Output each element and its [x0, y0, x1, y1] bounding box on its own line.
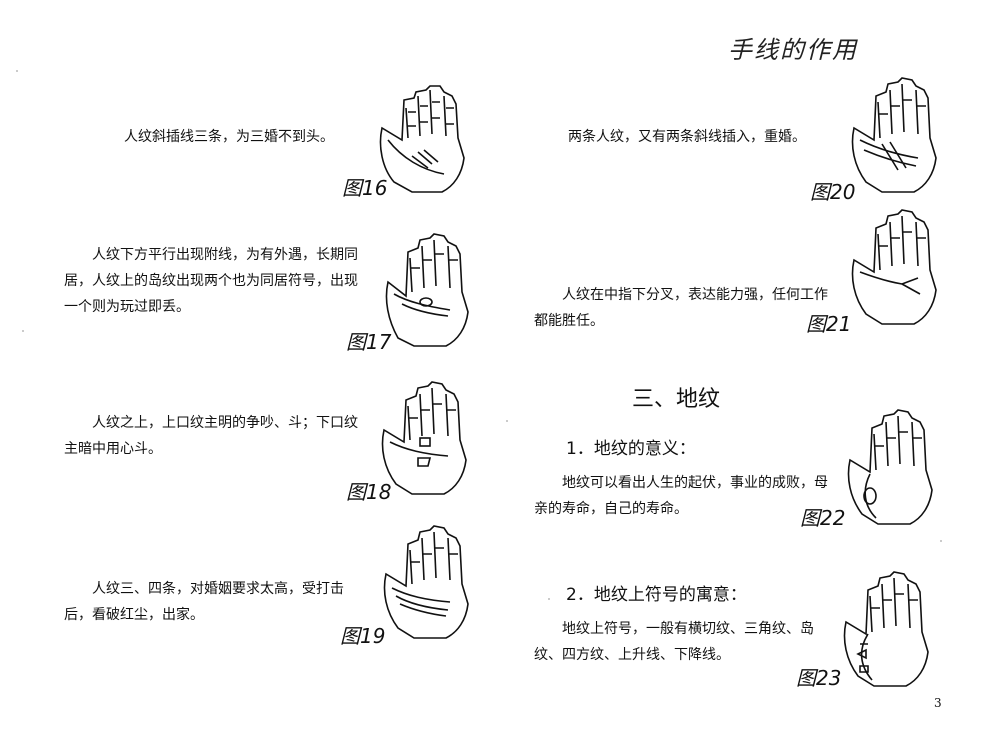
hand-diagram-20: [846, 70, 950, 202]
palm-icon: [843, 571, 929, 687]
figure-label-21: 图21: [806, 312, 852, 336]
paragraph-fig18: 人纹之上，上口纹主明的争吵、斗；下口纹主暗中用心斗。: [64, 415, 358, 457]
palm-icon: [383, 525, 469, 639]
figure-label-17: 图17: [346, 330, 392, 354]
page-number: 3: [934, 696, 942, 710]
hand-diagram-23: [836, 566, 944, 696]
palm-icon: [847, 409, 933, 525]
paragraph-fig21: 人纹在中指下分叉，表达能力强，任何工作都能胜任。: [534, 287, 828, 329]
hand-diagram-19: [378, 520, 482, 648]
scan-speck: [548, 598, 550, 600]
hand-diagram-22: [840, 404, 950, 534]
subsection-heading-2: 2．地纹上符号的寓意：: [566, 585, 747, 605]
paragraph-fig22: 地纹可以看出人生的起伏，事业的成败，母亲的寿命，自己的寿命。: [534, 475, 828, 517]
page-header-title: 手线的作用: [728, 36, 858, 64]
hand-diagram-17: [380, 228, 480, 353]
scan-speck: [16, 70, 18, 72]
figure-label-23: 图23: [796, 666, 842, 690]
scan-speck: [506, 420, 508, 422]
paragraph-fig20: 两条人纹，又有两条斜线插入，重婚。: [568, 129, 806, 145]
scan-speck: [940, 540, 942, 542]
section-title-earth-line: 三、地纹: [632, 387, 721, 412]
figure-label-20: 图20: [810, 180, 856, 204]
palm-icon: [851, 209, 937, 325]
subsection-heading-1: 1．地纹的意义：: [566, 439, 696, 459]
paragraph-fig17: 人纹下方平行出现附线，为有外遇，长期同居，人纹上的岛纹出现两个也为同居符号，出现…: [64, 247, 358, 315]
hand-diagram-21: [846, 204, 950, 334]
palm-icon: [379, 85, 465, 193]
figure-label-22: 图22: [800, 506, 846, 530]
hand-diagram-16: [372, 78, 482, 203]
hand-diagram-18: [376, 378, 480, 503]
palm-icon: [381, 381, 467, 495]
paragraph-fig23: 地纹上符号，一般有横切纹、三角纹、岛纹、四方纹、上升线、下降线。: [534, 621, 814, 663]
scan-speck: [22, 330, 24, 332]
paragraph-fig19: 人纹三、四条，对婚姻要求太高，受打击后，看破红尘，出家。: [64, 581, 344, 623]
paragraph-fig16: 人纹斜插线三条，为三婚不到头。: [124, 129, 334, 145]
palm-icon: [385, 233, 469, 347]
figure-label-18: 图18: [346, 480, 392, 504]
figure-label-19: 图19: [340, 624, 386, 648]
palm-icon: [851, 77, 937, 193]
figure-label-16: 图16: [342, 176, 388, 200]
